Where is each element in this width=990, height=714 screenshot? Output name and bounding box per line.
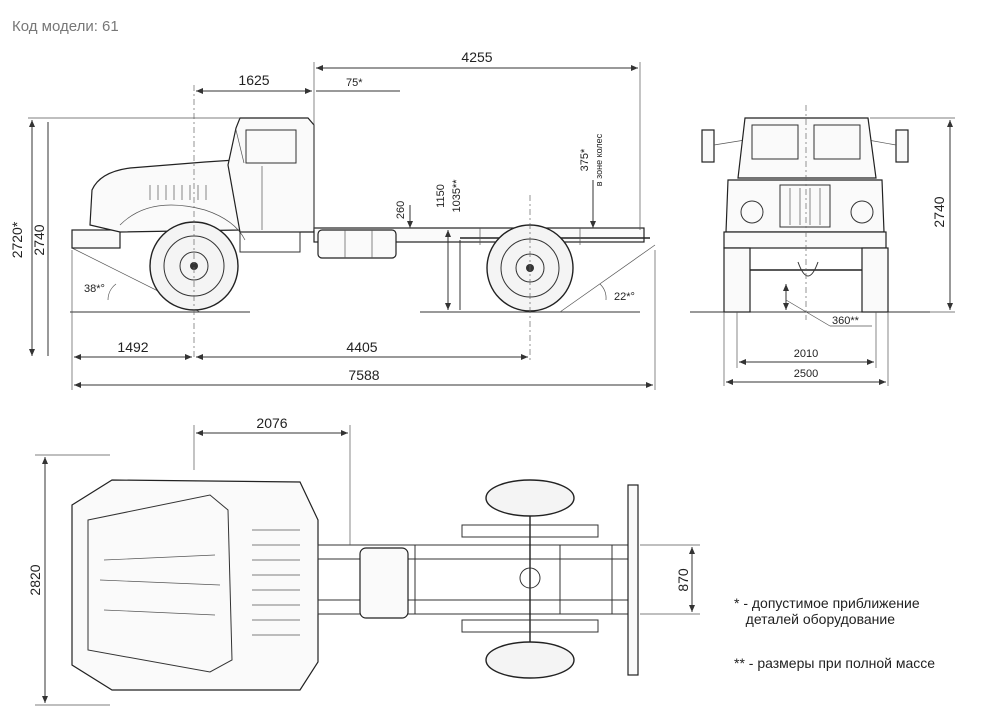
dim-frame-height-loaded: 1035** [451,179,463,213]
cab [227,117,315,233]
top-cab [71,479,319,691]
dim-wheelbase: 4405 [346,339,377,355]
cab-front [737,117,877,179]
dim-width: 2500 [794,368,818,380]
dim-front-height: 2740 [931,196,947,227]
hood [89,159,241,233]
dim-frame-width: 870 [675,568,691,592]
dim-frame-height: 1150 [435,184,447,208]
dim-height-2: 2740 [31,224,47,255]
model-code-label: Код модели: 61 [12,18,119,35]
dim-wheel-zone: 375* [579,148,591,171]
hood-vents [149,185,207,200]
dim-clearance: 360** [832,315,860,327]
top-rear-wheel-right [485,641,575,679]
angle-departure: 22*° [614,291,635,303]
cab-window [245,129,297,164]
angle-approach: 38*° [84,283,105,295]
dim-track: 2010 [794,348,818,360]
dim-wheel-zone-note: в зоне колес [594,133,604,186]
front-bumper [71,229,121,249]
fuel-tank [317,229,397,259]
top-view: 2076 2820 870 [27,415,700,706]
dim-front-overhang: 1492 [117,339,148,355]
legend-note-2: ** - размеры при полной массе [734,655,936,671]
dim-frame-offset: 260 [395,201,407,219]
side-view: 4255 1625 75* 2720* 2740 260 1150 1035**… [9,49,656,390]
dim-total-length: 7588 [348,367,379,383]
top-hood-vents [252,529,300,636]
dim-cab-offset: 1625 [238,72,269,88]
dim-gap: 75* [346,77,363,89]
dim-frame-length: 4255 [461,49,492,65]
grille-area [725,179,885,233]
dim-cab-length: 2076 [256,415,287,431]
top-rear-wheel-left [485,479,575,517]
dim-top-width: 2820 [27,564,43,595]
legend-note-1: * - допустимое приближение деталей обору… [734,595,920,627]
front-view: 2740 360** 2010 2500 [690,105,955,386]
dim-height-1: 2720* [9,221,25,258]
